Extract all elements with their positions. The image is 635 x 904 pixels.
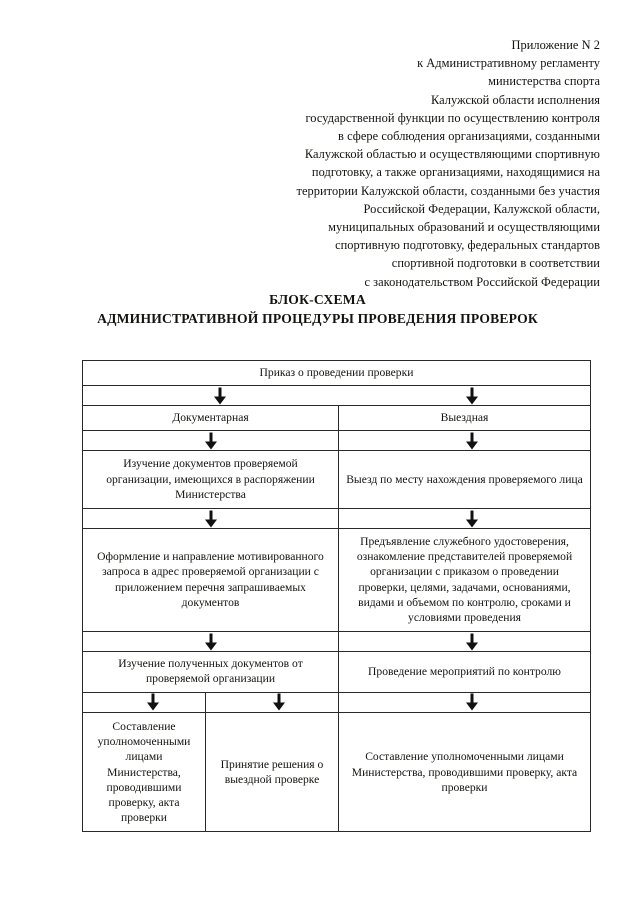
down-arrow-icon (205, 633, 217, 651)
flow-cell-act-documentary-text: Составление уполномоченными лицами Минис… (97, 719, 191, 825)
down-arrow-icon (214, 387, 226, 405)
flow-cell-motivated-request-text: Оформление и направление мотивированного… (97, 550, 324, 609)
appendix-line: спортивной подготовки в соответствии (391, 256, 600, 271)
flowchart-arrow-row-2 (82, 430, 591, 452)
flow-arrow-container (82, 385, 591, 407)
flow-arrow-container (338, 508, 591, 530)
flowchart-row-request: Оформление и направление мотивированного… (82, 528, 591, 633)
flow-cell-control-measures-text: Проведение мероприятий по контролю (368, 664, 561, 678)
flow-cell-onsite-text: Выездная (440, 411, 489, 425)
flowchart-table: Приказ о проведении проверки Документарн… (82, 359, 591, 832)
flowchart-arrow-row-3 (82, 508, 591, 530)
flow-cell-decision-onsite: Принятие решения о выездной проверке (205, 711, 339, 832)
flow-cell-onsite: Выездная (338, 405, 591, 432)
flow-arrow-container (82, 691, 206, 713)
flow-arrow-container (205, 691, 339, 713)
appendix-line: спортивную подготовку, федеральных станд… (335, 238, 600, 253)
flow-cell-received-documents: Изучение полученных документов от провер… (82, 651, 339, 693)
flowchart-row-type: Документарная Выездная (82, 405, 591, 432)
page-title: БЛОК-СХЕМА АДМИНИСТРАТИВНОЙ ПРОЦЕДУРЫ ПР… (0, 290, 635, 328)
flow-cell-order-text: Приказ о проведении проверки (259, 366, 414, 379)
flow-cell-control-measures: Проведение мероприятий по контролю (338, 651, 591, 693)
appendix-line: Российской Федерации, Калужской области, (363, 201, 600, 216)
appendix-line: муниципальных образований и осуществляющ… (328, 220, 600, 235)
down-arrow-icon (466, 432, 478, 450)
flow-arrow-container (338, 691, 591, 713)
flow-cell-received-documents-text: Изучение полученных документов от провер… (118, 657, 303, 686)
flow-arrow-container (82, 631, 339, 653)
appendix-line: подготовку, а также организациями, наход… (311, 165, 600, 180)
down-arrow-icon (466, 693, 478, 711)
flow-cell-credentials-text: Предъявление служебного удостоверения, о… (356, 535, 573, 625)
flow-cell-order: Приказ о проведении проверки (82, 359, 591, 387)
down-arrow-icon (466, 387, 478, 405)
down-arrow-icon (466, 633, 478, 651)
appendix-line: Калужской области исполнения (430, 92, 600, 107)
down-arrow-icon (147, 693, 159, 711)
flow-arrow-container (82, 508, 339, 530)
appendix-line: Калужской областью и осуществляющими спо… (304, 147, 600, 162)
flow-cell-decision-onsite-text: Принятие решения о выездной проверке (220, 757, 324, 787)
down-arrow-icon (205, 510, 217, 528)
appendix-line: территории Калужской области, созданными… (296, 183, 600, 198)
down-arrow-icon (466, 510, 478, 528)
flow-cell-credentials: Предъявление служебного удостоверения, о… (338, 528, 591, 633)
down-arrow-icon (205, 432, 217, 450)
flowchart-row-received-docs: Изучение полученных документов от провер… (82, 651, 591, 693)
flow-cell-act-documentary: Составление уполномоченными лицами Минис… (82, 711, 206, 832)
flow-cell-visit-location-text: Выезд по месту нахождения проверяемого л… (346, 472, 583, 486)
appendix-line: Приложение N 2 (511, 38, 600, 52)
flowchart-arrow-row-5 (82, 691, 591, 713)
flowchart-arrow-row-4 (82, 631, 591, 653)
appendix-line: государственной функции по осуществлению… (305, 110, 600, 125)
page-title-line-2: АДМИНИСТРАТИВНОЙ ПРОЦЕДУРЫ ПРОВЕДЕНИЯ ПР… (97, 311, 538, 326)
flow-cell-act-onsite-text: Составление уполномоченными лицами Минис… (351, 750, 578, 794)
flow-arrow-container (82, 430, 339, 452)
appendix-line: с законодательством Российской Федерации (364, 274, 600, 289)
flowchart-row-study-docs: Изучение документов проверяемой организа… (82, 450, 591, 510)
appendix-line: министерства спорта (488, 74, 600, 89)
flowchart-row-order: Приказ о проведении проверки (82, 359, 591, 387)
flow-cell-study-documents-text: Изучение документов проверяемой организа… (106, 457, 315, 501)
flow-cell-visit-location: Выезд по месту нахождения проверяемого л… (338, 450, 591, 510)
flowchart-row-acts: Составление уполномоченными лицами Минис… (82, 711, 591, 832)
flow-cell-act-onsite: Составление уполномоченными лицами Минис… (338, 711, 591, 832)
flow-arrow-container (338, 430, 591, 452)
down-arrow-icon (273, 693, 285, 711)
flow-cell-documentary: Документарная (82, 405, 339, 432)
page-title-line-1: БЛОК-СХЕМА (269, 292, 366, 307)
flow-arrow-container (338, 631, 591, 653)
flowchart-arrow-row-1 (82, 385, 591, 407)
flow-cell-documentary-text: Документарная (172, 411, 249, 425)
flow-cell-motivated-request: Оформление и направление мотивированного… (82, 528, 339, 633)
flow-cell-study-documents: Изучение документов проверяемой организа… (82, 450, 339, 510)
appendix-reference-block: Приложение N 2 к Административному регла… (200, 36, 600, 291)
appendix-line: в сфере соблюдения организациями, создан… (338, 129, 600, 144)
appendix-line: к Административному регламенту (417, 56, 600, 71)
